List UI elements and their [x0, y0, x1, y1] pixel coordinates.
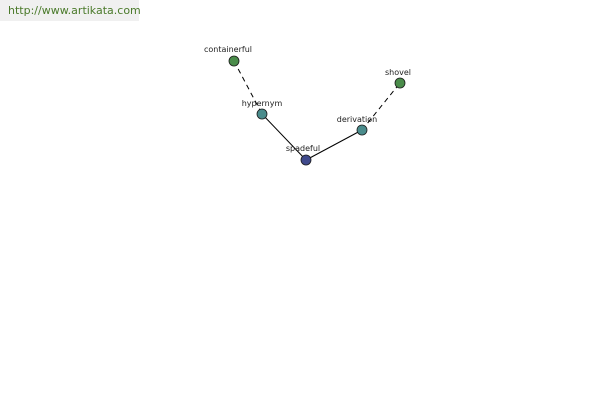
edge-hypernym-spadeful	[261, 113, 307, 161]
node-label-hypernym: hypernym	[242, 99, 283, 108]
labels-layer: containerful hypernym spadeful derivation sh…	[204, 45, 411, 153]
node-label-derivation: derivation	[337, 115, 377, 124]
edge-containerful-hypernym	[233, 60, 263, 115]
edge-spadeful-derivation	[305, 129, 363, 161]
node-label-shovel: shovel	[385, 68, 411, 77]
site-url-link[interactable]: http://www.artikata.com	[0, 0, 141, 21]
node-label-spadeful: spadeful	[286, 144, 320, 153]
edge-derivation-shovel	[361, 82, 401, 131]
node-derivation[interactable]	[356, 124, 368, 136]
edges-layer	[233, 60, 401, 161]
node-hypernym[interactable]	[256, 108, 268, 120]
node-shovel[interactable]	[394, 77, 406, 89]
nodes-layer	[228, 55, 406, 166]
node-spadeful[interactable]	[300, 154, 312, 166]
node-label-containerful: containerful	[204, 45, 252, 54]
node-containerful[interactable]	[228, 55, 240, 67]
